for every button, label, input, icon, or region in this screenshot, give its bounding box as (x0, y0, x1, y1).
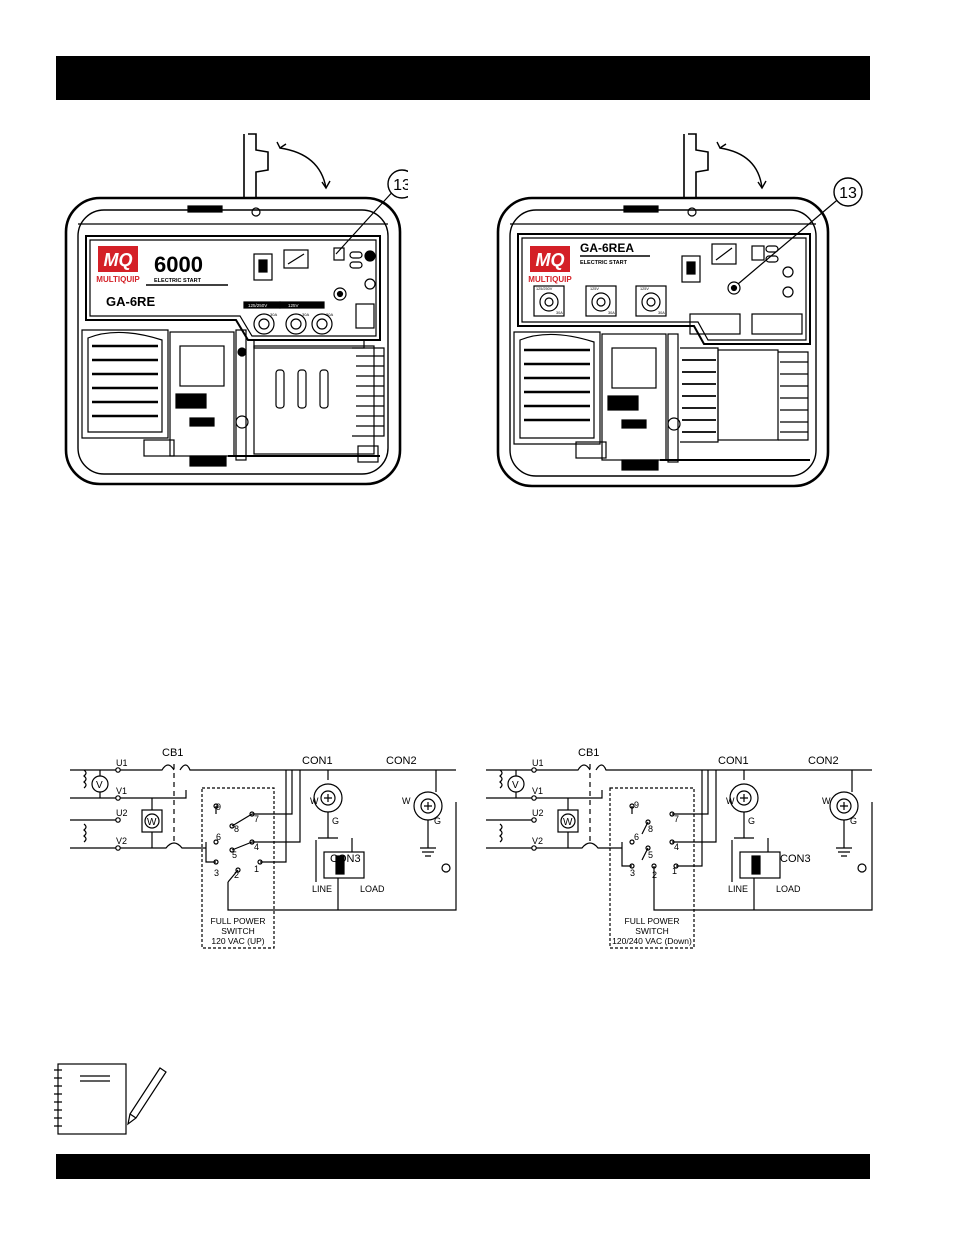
model-label: GA-6REA (580, 241, 634, 255)
label-con3: CON3 (330, 853, 361, 865)
terminal-9: 9 (634, 800, 639, 810)
receptacle-label-3: 125V (640, 287, 649, 291)
logo-mq-text: MQ (104, 250, 133, 270)
amp-label-3: 30A (326, 312, 333, 317)
rotation-arrow-icon (279, 147, 327, 189)
label-con1-w: W (726, 796, 735, 806)
label-cb1: CB1 (162, 747, 183, 759)
amp-label-3: 30A (658, 311, 665, 315)
terminal-5: 5 (648, 850, 653, 860)
label-w-meter: W (563, 817, 573, 828)
label-line: LINE (728, 884, 748, 894)
label-v2: V2 (116, 836, 127, 846)
model-label: GA-6RE (106, 294, 155, 309)
switch-caption-1: FULL POWER (625, 916, 680, 926)
label-con3: CON3 (780, 853, 811, 865)
start-type-label: ELECTRIC START (580, 260, 628, 266)
switch-caption-3: 120 VAC (UP) (211, 936, 264, 946)
label-con1-w: W (310, 796, 319, 806)
rotation-arrow-icon (719, 147, 763, 189)
amp-label-2: 30A (302, 312, 309, 317)
terminal-2: 2 (652, 870, 657, 880)
logo-brand-name: MULTIQUIP (96, 275, 140, 284)
label-con1-g: G (748, 816, 755, 826)
receptacle-label-2: 125V (288, 303, 299, 308)
generator-illustration-ga-6rea: 13 MQ MULTIQUIP GA-6REA ELECTRIC START 1… (496, 133, 863, 488)
label-con2: CON2 (808, 755, 839, 767)
amp-label-1: 30A (270, 312, 277, 317)
label-load: LOAD (776, 884, 801, 894)
switch-caption-1: FULL POWER (211, 916, 266, 926)
terminal-8: 8 (648, 824, 653, 834)
switch-caption-2: SWITCH (635, 926, 669, 936)
voltmeter-icon (91, 775, 109, 793)
wiring-diagram-120-240vac-down: U1 V1 U2 V2 V W CB1 CON1 CON2 CON3 W G W… (486, 747, 873, 949)
voltmeter-icon (507, 775, 525, 793)
terminal-4: 4 (674, 842, 679, 852)
wattmeter-icon (560, 813, 576, 829)
terminal-7: 7 (254, 814, 259, 824)
label-con1-g: G (332, 816, 339, 826)
ground-terminal-icon (441, 863, 451, 873)
label-con1: CON1 (718, 755, 749, 767)
terminal-6: 6 (216, 832, 221, 842)
terminal-2: 2 (234, 870, 239, 880)
label-u1: U1 (532, 758, 544, 768)
wiring-diagram-120vac-up: U1 V1 U2 V2 V W CB1 CON1 CON2 CON3 W G W… (70, 747, 457, 949)
model-number: 6000 (154, 252, 203, 277)
logo-brand-name: MULTIQUIP (528, 275, 572, 284)
callout-13-label: 13 (839, 185, 857, 202)
logo-mq-text: MQ (536, 250, 565, 270)
footer-bar (56, 1154, 870, 1179)
label-v1: V1 (532, 786, 543, 796)
label-u2: U2 (116, 808, 128, 818)
terminal-1: 1 (254, 864, 259, 874)
label-load: LOAD (360, 884, 385, 894)
ground-terminal-icon (857, 863, 867, 873)
terminal-9: 9 (216, 802, 221, 812)
label-con2-w: W (402, 796, 411, 806)
label-v-meter: V (96, 780, 103, 791)
con3-gfci (739, 851, 781, 879)
terminal-3: 3 (214, 868, 219, 878)
label-con2-g: G (850, 816, 857, 826)
callout-13: 13 (737, 177, 863, 285)
terminal-5: 5 (232, 850, 237, 860)
mq-logo: MQ MULTIQUIP (96, 246, 140, 284)
switch-caption-2: SWITCH (221, 926, 255, 936)
amp-label-2: 30A (608, 311, 615, 315)
label-line: LINE (312, 884, 332, 894)
label-u2: U2 (532, 808, 544, 818)
terminal-1: 1 (672, 866, 677, 876)
terminal-7: 7 (674, 814, 679, 824)
label-v2: V2 (532, 836, 543, 846)
amp-label-1: 30A (556, 311, 563, 315)
receptacle-label-1: 125/250V (536, 287, 553, 291)
callout-13: 13 (335, 169, 408, 255)
label-v1: V1 (116, 786, 127, 796)
label-cb1: CB1 (578, 747, 599, 759)
header-bar (56, 56, 870, 100)
label-con1: CON1 (302, 755, 333, 767)
receptacle-label-1: 125/250V (248, 303, 267, 308)
terminal-8: 8 (234, 824, 239, 834)
label-con2: CON2 (386, 755, 417, 767)
start-type-label: ELECTRIC START (154, 278, 202, 284)
callout-13-label: 13 (393, 177, 408, 194)
label-con2-w: W (822, 796, 831, 806)
terminal-3: 3 (630, 868, 635, 878)
receptacle-label-2: 125V (590, 287, 599, 291)
switch-caption-3: 120/240 VAC (Down) (612, 936, 692, 946)
con3-gfci (323, 851, 365, 879)
terminal-4: 4 (254, 842, 259, 852)
wattmeter-icon (144, 813, 160, 829)
mq-logo: MQ MULTIQUIP (528, 246, 572, 284)
label-w-meter: W (147, 817, 157, 828)
generator-illustration-ga-6re: 13 MQ MULTIQUIP 6000 ELECTRIC START GA-6… (64, 133, 408, 486)
label-u1: U1 (116, 758, 128, 768)
label-con2-g: G (434, 816, 441, 826)
label-v-meter: V (512, 780, 519, 791)
note-icon (54, 1063, 167, 1135)
terminal-6: 6 (634, 832, 639, 842)
